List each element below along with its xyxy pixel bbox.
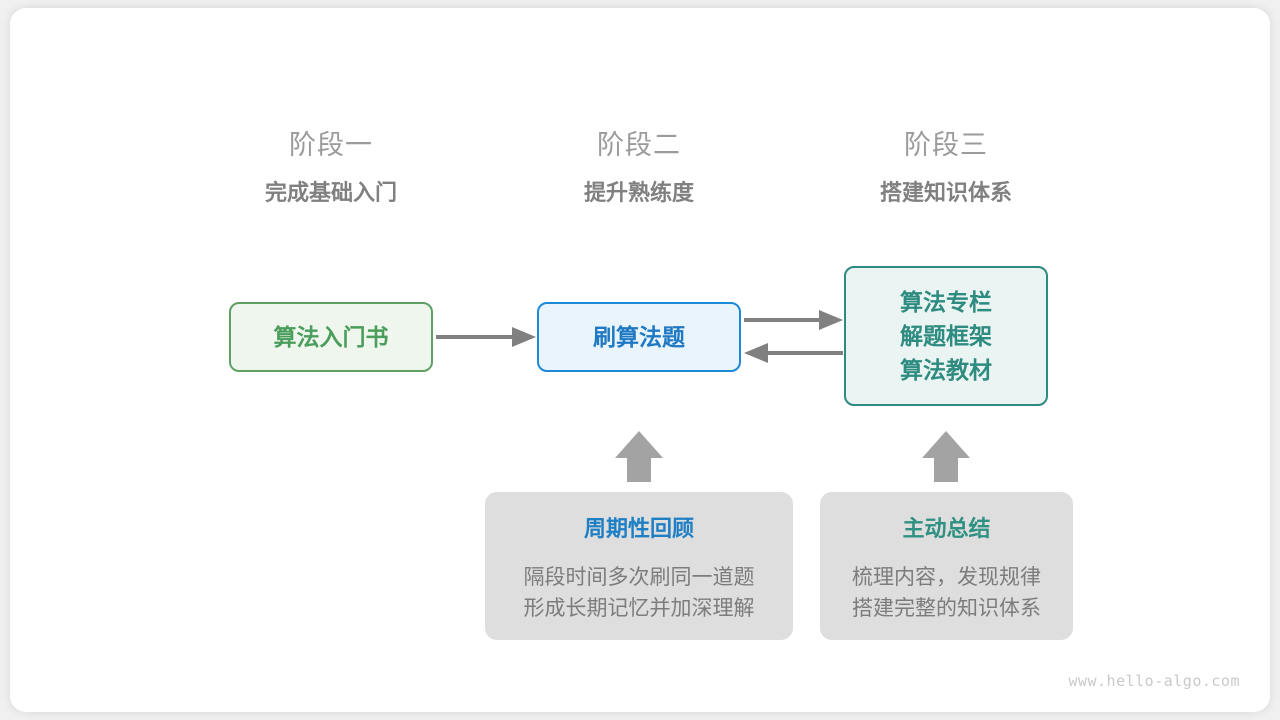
node-practice-problems[interactable]: 刷算法题 [537,302,741,372]
node-label-line-3: 算法教材 [900,357,992,383]
phase-title: 提升熟练度 [583,180,694,205]
card-title: 主动总结 [902,516,991,541]
card-title: 周期性回顾 [583,516,694,541]
node-label-line-2: 解题框架 [900,323,992,349]
card-body-line-2: 搭建完整的知识体系 [852,597,1041,620]
card-body-line-2: 形成长期记忆并加深理解 [523,597,755,620]
node-label-line-1: 算法专栏 [900,289,992,315]
phase-title: 搭建知识体系 [879,180,1012,205]
node-algorithm-primer-book[interactable]: 算法入门书 [229,302,433,372]
card-active-summary[interactable]: 主动总结 梳理内容，发现规律 搭建完整的知识体系 [820,492,1073,640]
phase-number: 阶段一 [289,130,373,160]
card-body-line-1: 梳理内容，发现规律 [852,566,1041,589]
phase-header-3: 阶段三 搭建知识体系 [816,128,1076,208]
card-body: 隔段时间多次刷同一道题 形成长期记忆并加深理解 [524,562,755,624]
watermark: www.hello-algo.com [1068,672,1240,690]
phase-title: 完成基础入门 [264,180,397,205]
card-body-line-1: 隔段时间多次刷同一道题 [523,566,755,589]
card-body: 梳理内容，发现规律 搭建完整的知识体系 [852,562,1041,624]
phase-number: 阶段三 [904,130,988,160]
phase-header-2: 阶段二 提升熟练度 [509,128,769,208]
phase-header-1: 阶段一 完成基础入门 [201,128,461,208]
node-label: 刷算法题 [593,324,685,350]
phase-number: 阶段二 [597,130,681,160]
card-periodic-review[interactable]: 周期性回顾 隔段时间多次刷同一道题 形成长期记忆并加深理解 [485,492,793,640]
node-knowledge-resources[interactable]: 算法专栏 解题框架 算法教材 [844,266,1048,406]
node-label: 算法入门书 [273,324,389,350]
